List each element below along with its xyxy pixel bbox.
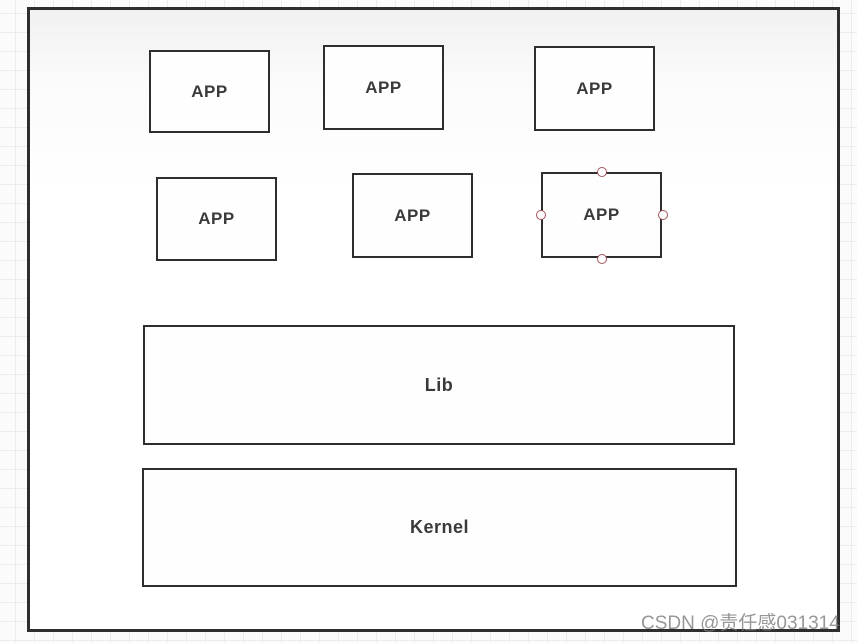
lib-box[interactable]: Lib xyxy=(143,325,735,445)
watermark: CSDN @责任感031314 xyxy=(641,613,840,634)
connection-handle-right-icon[interactable] xyxy=(657,210,668,220)
app-box-5[interactable]: APP xyxy=(352,173,473,258)
connection-handle-top-icon[interactable] xyxy=(596,166,607,177)
connection-handle-left-icon[interactable] xyxy=(535,210,546,220)
app-box-label: APP xyxy=(198,209,235,228)
lib-box-label: Lib xyxy=(424,374,454,395)
app-box-1[interactable]: APP xyxy=(149,50,270,133)
app-box-2[interactable]: APP xyxy=(323,45,444,130)
connection-handle-bottom-icon[interactable] xyxy=(596,253,607,264)
kernel-box[interactable]: Kernel xyxy=(142,468,737,587)
app-box-label: APP xyxy=(576,78,613,98)
kernel-box-label: Kernel xyxy=(409,517,470,537)
app-box-4[interactable]: APP xyxy=(156,177,277,261)
app-box-label: APP xyxy=(365,77,402,97)
app-box-3[interactable]: APP xyxy=(534,46,655,131)
app-box-label: APP xyxy=(191,81,228,101)
app-box-label: APP xyxy=(583,205,620,224)
app-box-label: APP xyxy=(394,205,431,225)
app-box-6-selected[interactable]: APP xyxy=(535,166,668,264)
diagram-canvas[interactable]: APP APP APP APP APP APP Lib Kernel xyxy=(27,7,840,632)
